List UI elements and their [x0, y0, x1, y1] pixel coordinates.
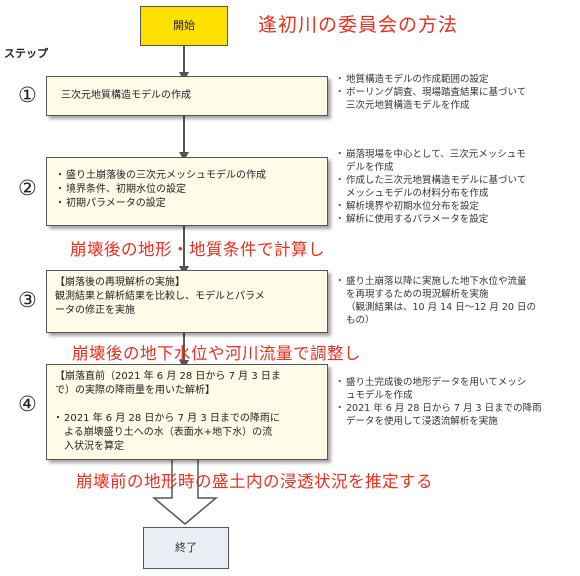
connector-step3-step4 — [183, 333, 185, 362]
annotation-3: 崩壊前の地形時の盛土内の浸透状況を推定する — [76, 472, 433, 491]
connector-start-step1 — [183, 46, 185, 74]
annotation-2: 崩壊後の地下水位や河川流量で調整し — [72, 344, 361, 363]
step4-notes: 盛り土完成後の地形データを用いてメッシ ュモデルを作成 2021 年 6 月 2… — [335, 376, 576, 428]
step2-box-line: 初期パラメータの設定 — [55, 197, 327, 211]
step2-note: 解析境界や初期水位分布を設定 — [335, 200, 576, 213]
step3-note: 盛り土崩落以降に実施した地下水位や流量 を再現するための現況解析を実施 （観測結… — [335, 275, 576, 327]
connector-step1-step2 — [183, 116, 185, 154]
step-number-3: ③ — [18, 288, 37, 312]
step1-box-line: 三次元地質構造モデルの作成 — [61, 90, 191, 101]
step4-box-line: 2021 年 6 月 28 日から 7 月 3 日までの降雨に よる崩壊盛り土へ… — [53, 412, 327, 454]
step-number-4: ④ — [18, 392, 37, 416]
step1-box: 三次元地質構造モデルの作成 — [46, 76, 328, 116]
diagram-title: 逢初川の委員会の方法 — [258, 14, 459, 36]
step1-notes: 地質構造モデルの作成範囲の設定 ボーリング調査、現場踏査結果に基づいて 三次元地… — [335, 73, 576, 112]
step2-notes: 崩落現場を中心として、三次元メッシュモ デルを作成 作成した三次元地質構造モデル… — [335, 148, 576, 226]
arrow-step1-step2 — [179, 152, 189, 161]
step3-box-heading: 【崩落後の再現解析の実施】 — [55, 277, 185, 288]
step2-box-line: 盛り土崩落後の三次元メッシュモデルの作成 — [55, 169, 327, 183]
step-number-1: ① — [18, 83, 37, 107]
step1-note: ボーリング調査、現場踏査結果に基づいて 三次元地質構造モデルを作成 — [335, 86, 576, 112]
step2-box: 盛り土崩落後の三次元メッシュモデルの作成 境界条件、初期水位の設定 初期パラメー… — [46, 157, 328, 226]
step2-note: 作成した三次元地質構造モデルに基づいて メッシュモデルの材料分布を作成 — [335, 174, 576, 200]
step4-note: 盛り土完成後の地形データを用いてメッシ ュモデルを作成 — [335, 376, 576, 402]
step4-box: 【崩落直前（2021 年 6 月 28 日から 7 月 3 日ま で）の実際の降… — [46, 364, 328, 460]
start-terminal: 開始 — [140, 6, 228, 46]
step2-note: 崩落現場を中心として、三次元メッシュモ デルを作成 — [335, 148, 576, 174]
step2-note: 解析に使用するパラメータを設定 — [335, 213, 576, 226]
step3-box-line: 観測結果と解析結果を比較し、モデルとパラメ ータの修正を実施 — [55, 291, 265, 316]
step2-box-line: 境界条件、初期水位の設定 — [55, 183, 327, 197]
step-number-2: ② — [18, 176, 37, 200]
step3-box: 【崩落後の再現解析の実施】 観測結果と解析結果を比較し、モデルとパラメ ータの修… — [46, 270, 328, 333]
step4-note: 2021 年 6 月 28 日から 7 月 3 日までの降雨 データを使用して浸… — [335, 402, 576, 428]
end-terminal: 終了 — [143, 527, 229, 569]
annotation-1: 崩壊後の地形・地質条件で計算し — [70, 240, 325, 259]
step4-box-heading: 【崩落直前（2021 年 6 月 28 日から 7 月 3 日ま で）の実際の降… — [55, 371, 281, 396]
connector-step2-step3 — [183, 226, 185, 268]
step-column-label: ステップ — [4, 47, 48, 60]
arrow-step4-end — [151, 458, 219, 525]
step1-note: 地質構造モデルの作成範囲の設定 — [335, 73, 576, 86]
step3-notes: 盛り土崩落以降に実施した地下水位や流量 を再現するための現況解析を実施 （観測結… — [335, 275, 576, 327]
